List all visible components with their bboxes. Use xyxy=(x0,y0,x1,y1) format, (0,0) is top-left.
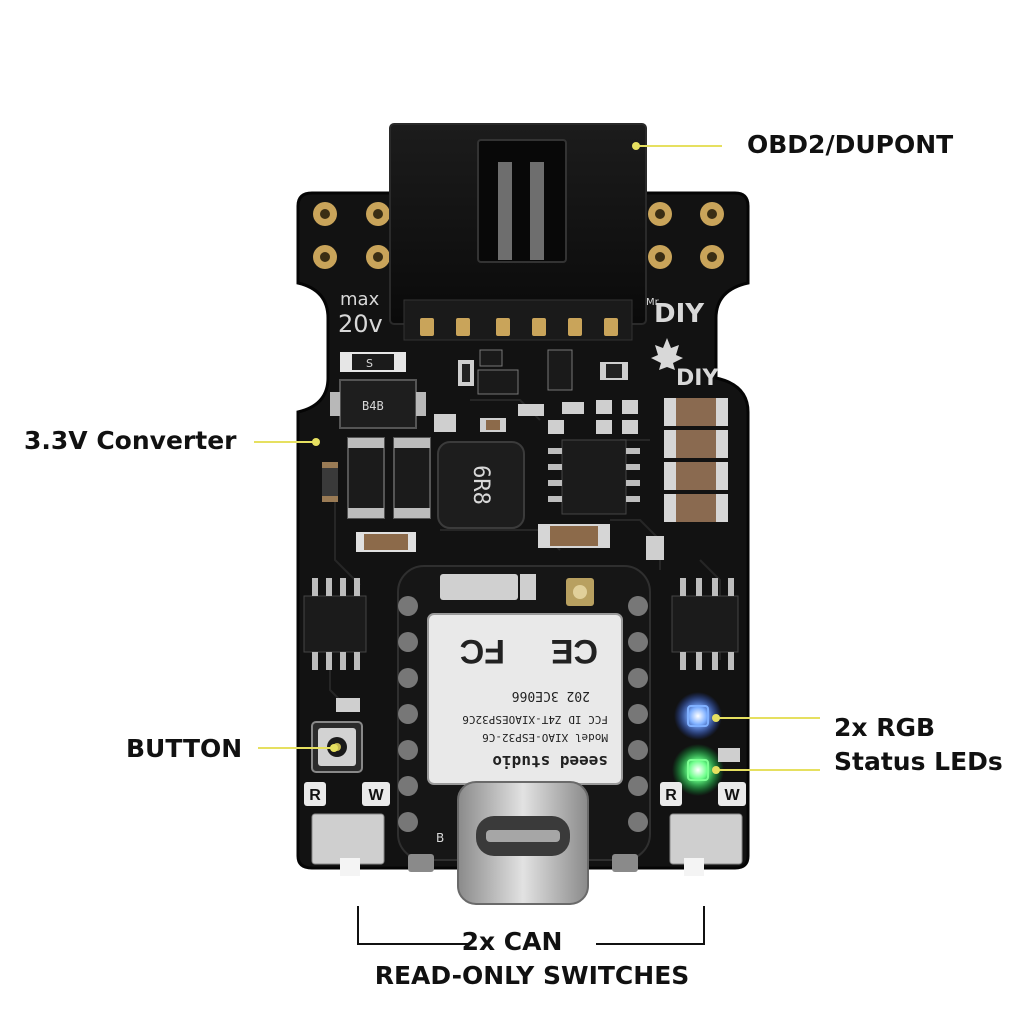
silk-right-r: R xyxy=(665,787,677,804)
ce-mark: CE xyxy=(551,632,598,670)
callout-rgb-line2: Status LEDs xyxy=(834,747,1003,776)
module-model: Model XIAO-ESP32-C6 xyxy=(482,731,608,744)
svg-text:S: S xyxy=(366,357,373,370)
brand-small: Mr xyxy=(646,297,660,308)
module-fcc-id: FCC ID Z4T-XIAOESP32C6 xyxy=(462,713,608,726)
silk-max: max xyxy=(340,289,380,310)
callout-rgb-line1: 2x RGB xyxy=(834,713,936,742)
callout-3v3-converter: 3.3V Converter xyxy=(24,426,237,455)
brand-diy-top: DIY xyxy=(654,299,705,329)
module-reg-code: 202 3CE066 xyxy=(512,688,590,703)
callout-can-line1: 2x CAN xyxy=(461,927,563,956)
svg-text:6R8: 6R8 xyxy=(468,465,493,505)
xiao-esp32c6-module: seeed studio Model XIAO-ESP32-C6 FCC ID … xyxy=(397,565,651,905)
switches-bracket xyxy=(357,906,705,945)
brand-diy-bottom: DIY xyxy=(676,366,719,391)
obd2-dupont-connector xyxy=(389,123,647,341)
silk-voltage: 20v xyxy=(338,310,383,338)
callout-leaders xyxy=(254,142,820,774)
silk-left-r: R xyxy=(309,787,321,804)
silk-left-w: W xyxy=(368,787,384,804)
rgb-status-leds xyxy=(672,692,740,796)
fcc-mark: FC xyxy=(460,632,505,670)
svg-text:B4B: B4B xyxy=(362,399,384,413)
can-read-only-switches: R W R W xyxy=(304,782,746,876)
maple-leaf-icon xyxy=(651,338,683,370)
smd-components: S B4B 6R8 xyxy=(303,349,739,712)
gold-mounting-pads xyxy=(313,202,724,269)
silk-right-w: W xyxy=(724,787,740,804)
module-brand: seeed studio xyxy=(492,752,608,771)
callout-can-line2: READ-ONLY SWITCHES xyxy=(374,961,690,990)
silk-pad-b: B xyxy=(436,831,444,845)
callout-button: BUTTON xyxy=(126,734,243,763)
callout-obd2-dupont: OBD2/DUPONT xyxy=(747,130,954,159)
